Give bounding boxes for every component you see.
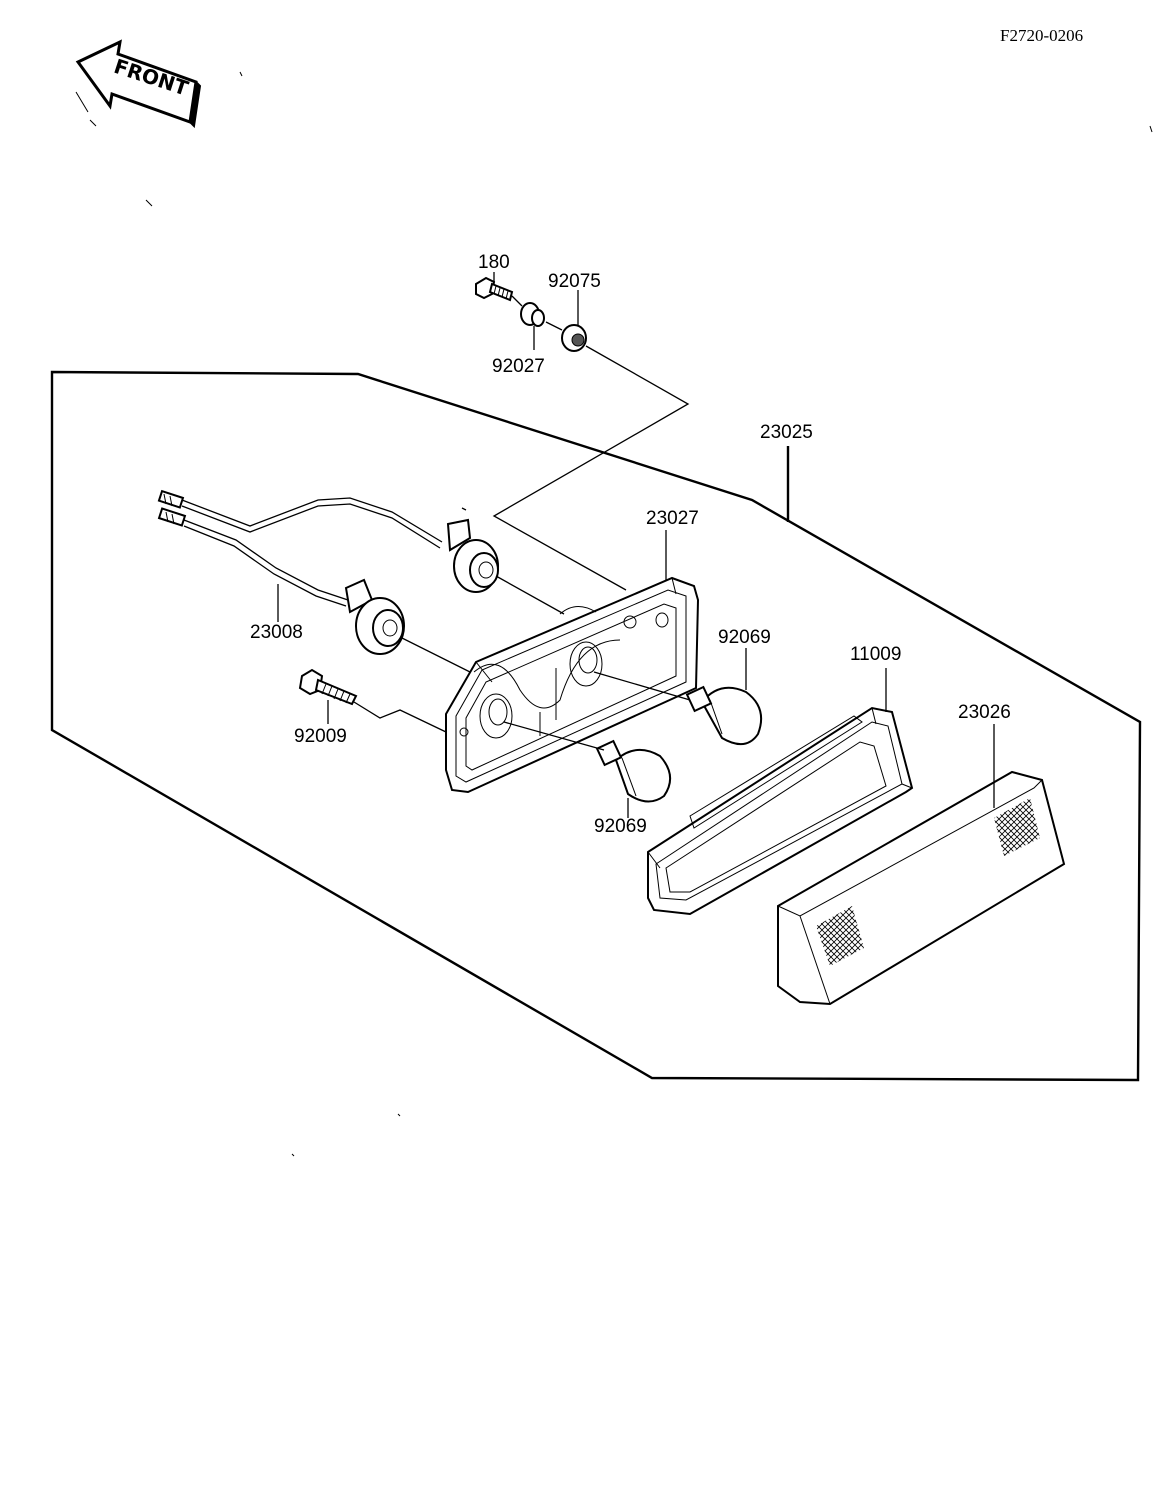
drawing-code: F2720-0206 [1000,26,1083,45]
assembly-boundary [50,370,1142,1082]
bulb-upper-92069 [685,685,762,745]
callout-collar: 92027 [492,356,545,377]
callout-bolt: 180 [478,252,510,273]
collar-92027 [520,302,545,327]
callout-grommet: 92075 [548,271,601,292]
callout-socket-wiring: 23008 [250,622,303,643]
callout-lens: 23026 [958,702,1011,723]
gasket-11009 [647,706,914,916]
callout-screw: 92009 [294,726,347,747]
screw-92009 [298,668,358,706]
bolt-180 [475,276,514,302]
socket-wiring-23008 [157,489,499,655]
callout-bulb-upper: 92069 [718,627,771,648]
callout-case: 23027 [646,508,699,529]
grommet-92075 [561,324,587,352]
callout-bulb-lower: 92069 [594,816,647,837]
lens-23026 [777,770,1066,1006]
callout-gasket: 11009 [850,644,901,665]
callout-tail-lamp-assy: 23025 [760,422,813,443]
case-23027 [445,576,700,794]
scan-specks [75,71,1153,207]
bulb-lower-92069 [595,739,671,803]
front-arrow-icon: FRONT [75,39,202,129]
scan-specks-lower [291,1113,401,1157]
